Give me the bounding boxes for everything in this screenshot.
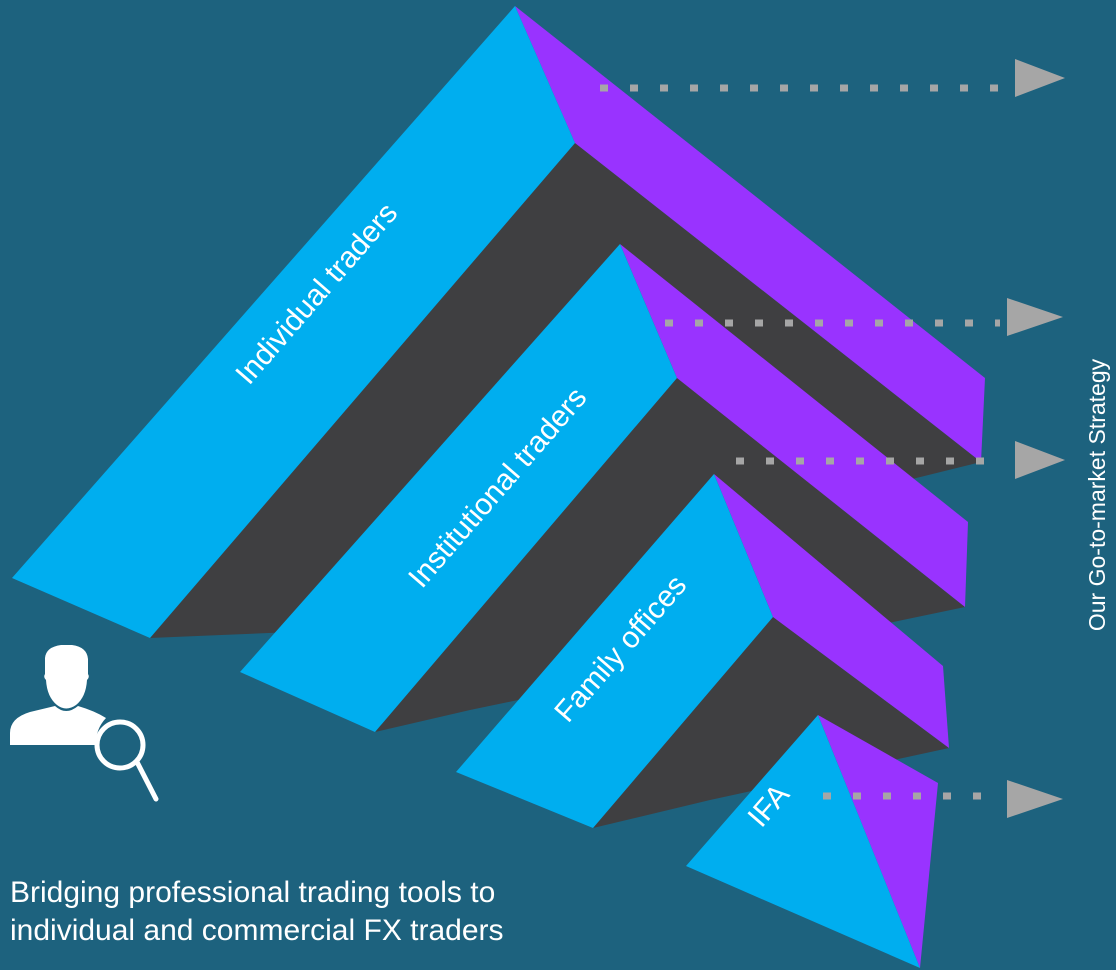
tier-3-purple-face [714, 474, 949, 748]
arrow-1 [600, 59, 1065, 97]
caption-text: Bridging professional trading tools to i… [10, 876, 504, 947]
tier-1-blue-face [12, 6, 575, 638]
arrow-4-head [1007, 780, 1063, 818]
tier-3-dark-face [593, 617, 949, 828]
user-head-shape [44, 645, 89, 709]
tier-family-offices: Family offices [456, 474, 949, 828]
tier-2-blue-face [240, 244, 677, 732]
user-search-icon [10, 645, 159, 802]
tier-2-purple-face [620, 244, 968, 607]
user-body-shape [10, 706, 106, 745]
tier-4-purple-face [818, 715, 938, 968]
tier-3-blue-face [456, 474, 773, 828]
side-title: Our Go-to-market Strategy [1084, 358, 1110, 631]
tier-1-purple-face [515, 6, 985, 462]
magnifier-ring [94, 719, 146, 771]
arrow-3-head [1015, 441, 1065, 479]
arrow-2 [665, 298, 1063, 336]
arrow-4 [823, 780, 1063, 818]
arrow-2-head [1007, 298, 1063, 336]
tier-4-blue-face [686, 715, 920, 968]
arrow-3 [736, 441, 1065, 479]
magnifier-handle [134, 759, 159, 802]
tier-ifa: IFA [686, 715, 938, 968]
arrow-1-head [1015, 59, 1065, 97]
